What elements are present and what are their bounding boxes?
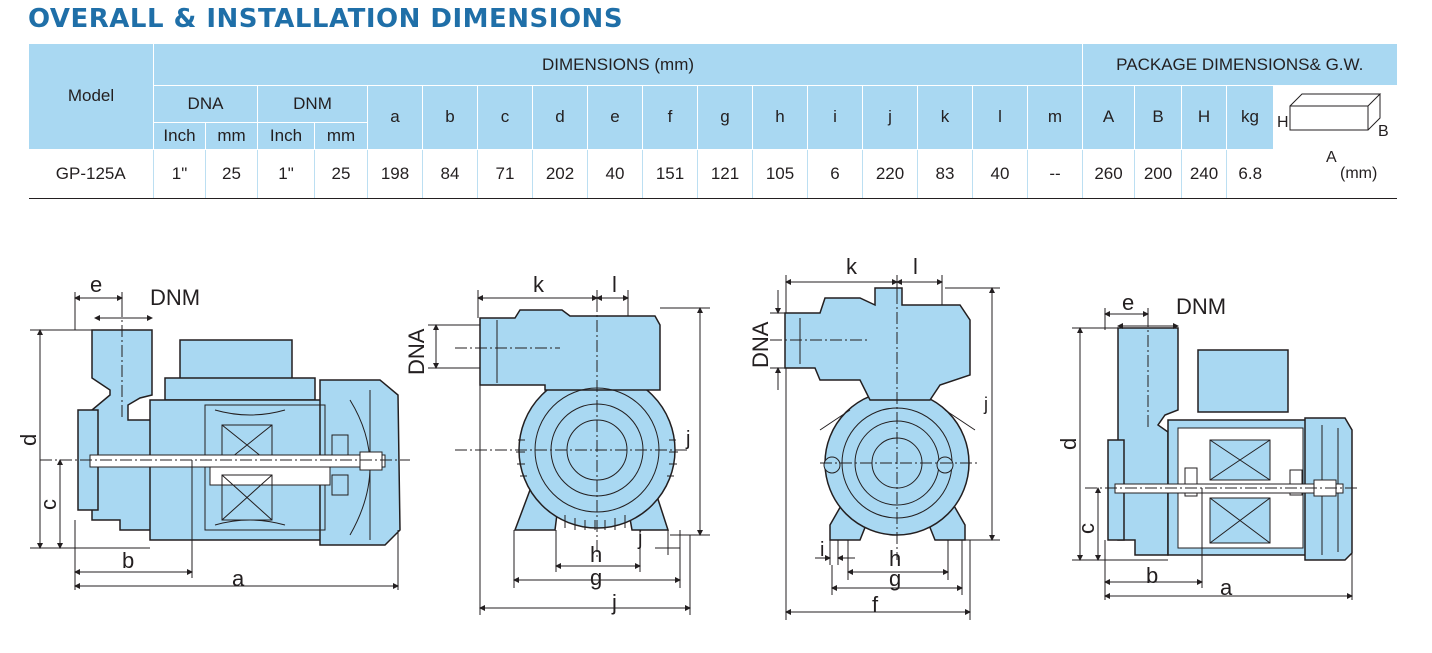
dnm-inch-cell: 1" <box>257 149 315 200</box>
dim-c-cell: 71 <box>477 149 533 200</box>
col-d: d <box>532 85 588 150</box>
box-b-text: B <box>1378 123 1389 140</box>
dim-b-cell: 84 <box>422 149 478 200</box>
rear-f-label: f <box>872 592 879 617</box>
dnm-mm-cell: 25 <box>314 149 368 200</box>
rear-view-drawing: k l DNA j i h g f <box>748 254 1000 620</box>
side2-dnm-label: DNM <box>1176 294 1226 319</box>
front-h-label: h <box>590 542 602 567</box>
dna-mm-header: mm <box>205 121 258 150</box>
side-e-label: e <box>90 272 102 297</box>
dnm-inch-header: Inch <box>257 121 315 150</box>
rear-l-label: l <box>913 254 918 279</box>
side2-d-label: d <box>1056 438 1081 450</box>
front-view-drawing: k l DNA j j h g j <box>404 272 710 615</box>
model-cell: GP-125A <box>28 149 154 200</box>
col-j: j <box>862 85 918 150</box>
rear-k-label: k <box>846 254 858 279</box>
col-pkg-kg: kg <box>1226 85 1274 150</box>
col-pkg-h: H <box>1181 85 1227 150</box>
front-g-label: g <box>590 565 602 590</box>
rear-i-label: i <box>820 539 824 561</box>
dim-f-cell: 151 <box>642 149 698 200</box>
col-l: l <box>972 85 1028 150</box>
side-dnm-label: DNM <box>150 285 200 310</box>
col-a: a <box>367 85 423 150</box>
model-header: Model <box>28 43 154 150</box>
rear-dna-label: DNA <box>748 321 773 368</box>
pkg-h-cell: 240 <box>1181 149 1227 200</box>
dna-inch-header: Inch <box>153 121 206 150</box>
pkg-kg-cell: 6.8 <box>1226 149 1274 200</box>
box-unit-text: (mm) <box>1340 165 1377 182</box>
page-title: OVERALL & INSTALLATION DIMENSIONS <box>28 4 624 34</box>
dim-k-cell: 83 <box>917 149 973 200</box>
dim-e-cell: 40 <box>587 149 643 200</box>
dim-l-cell: 40 <box>972 149 1028 200</box>
dim-m-cell: -- <box>1027 149 1083 200</box>
pkg-a-cell: 260 <box>1082 149 1135 200</box>
dim-h-cell: 105 <box>752 149 808 200</box>
side-c-label: c <box>36 499 61 510</box>
dim-i-cell: 6 <box>807 149 863 200</box>
side-view-2-drawing: e DNM d c b a <box>1056 290 1360 600</box>
col-m: m <box>1027 85 1083 150</box>
col-e: e <box>587 85 643 150</box>
dnm-header: DNM <box>257 85 368 123</box>
col-pkg-a: A <box>1082 85 1135 150</box>
side-b-label: b <box>122 548 134 573</box>
package-box-icon: H B A (mm) <box>1273 85 1398 199</box>
side-view-drawing: e DNM d c b a <box>16 272 410 591</box>
pkg-b-cell: 200 <box>1134 149 1182 200</box>
dna-header: DNA <box>153 85 258 123</box>
front-k-label: k <box>533 272 545 297</box>
dna-inch-cell: 1" <box>153 149 206 200</box>
dim-g-cell: 121 <box>697 149 753 200</box>
front-dna-label: DNA <box>404 328 429 375</box>
front-j-label: j <box>685 428 690 450</box>
side2-c-label: c <box>1074 523 1099 534</box>
side-d-label: d <box>16 434 41 446</box>
side2-a-label: a <box>1220 575 1233 600</box>
rear-j-label: j <box>983 394 988 414</box>
col-i: i <box>807 85 863 150</box>
col-pkg-b: B <box>1134 85 1182 150</box>
front-l-label: l <box>612 272 617 297</box>
side2-b-label: b <box>1146 563 1158 588</box>
col-h: h <box>752 85 808 150</box>
box-a-text: A <box>1326 149 1337 166</box>
rear-h-label: h <box>889 546 901 571</box>
front-j2-label: j <box>637 528 642 550</box>
rear-g-label: g <box>889 566 901 591</box>
table-row: GP-125A 1" 25 1" 25 198 84 71 202 40 151… <box>28 149 1398 200</box>
side-a-label: a <box>232 566 245 591</box>
col-k: k <box>917 85 973 150</box>
col-g: g <box>697 85 753 150</box>
col-c: c <box>477 85 533 150</box>
technical-drawings: e DNM d c b a <box>16 254 1360 620</box>
dim-d-cell: 202 <box>532 149 588 200</box>
col-f: f <box>642 85 698 150</box>
front-j3-label: j <box>611 590 617 615</box>
dim-a-cell: 198 <box>367 149 423 200</box>
col-b: b <box>422 85 478 150</box>
package-header: PACKAGE DIMENSIONS& G.W. <box>1082 43 1398 86</box>
dim-j-cell: 220 <box>862 149 918 200</box>
side2-e-label: e <box>1122 290 1134 315</box>
dna-mm-cell: 25 <box>205 149 258 200</box>
dimensions-header: DIMENSIONS (mm) <box>153 43 1083 86</box>
dnm-mm-header: mm <box>314 121 368 150</box>
dimensions-table: Model DIMENSIONS (mm) PACKAGE DIMENSIONS… <box>28 43 1398 200</box>
box-h-text: H <box>1277 114 1289 131</box>
